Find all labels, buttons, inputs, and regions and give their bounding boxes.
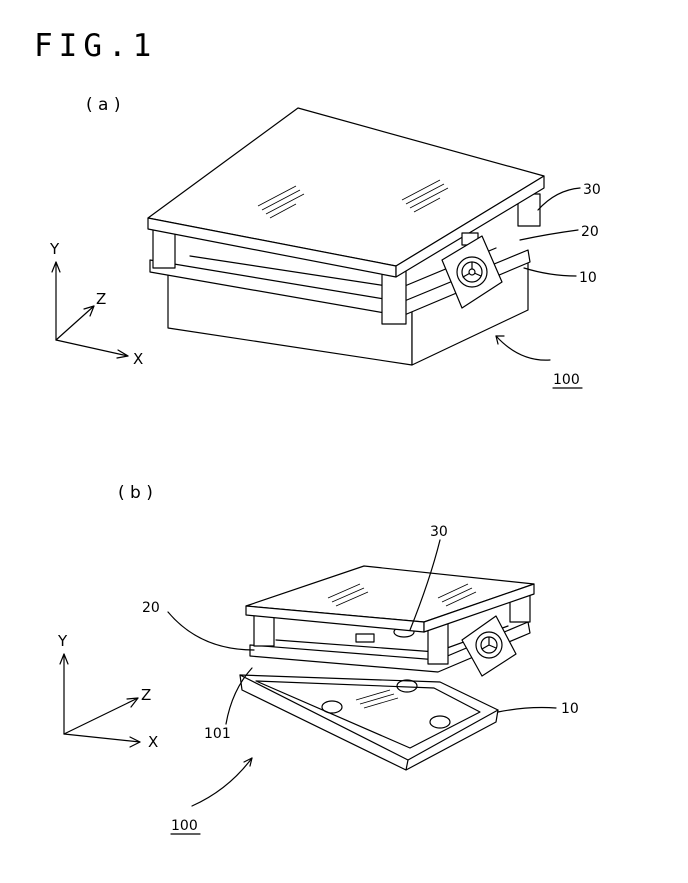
axis-a-y-arrowhead: [51, 261, 61, 273]
ref-b-10: 10: [561, 701, 579, 717]
ref-b-20: 20: [142, 600, 160, 616]
axis-b-z: [63, 697, 139, 735]
fan-b-blades-icon: [481, 636, 497, 650]
top-plate-edge-side: [395, 175, 545, 278]
axis-b-x-label: X: [148, 733, 158, 751]
axis-a-y-label: Y: [49, 240, 60, 258]
panel-b-label: ( b ): [118, 483, 153, 503]
reflection-b-marks-1: [327, 583, 369, 607]
axis-a-x-arrowhead: [116, 349, 129, 359]
leader-b-100: [191, 757, 253, 807]
leader-a-30: [537, 187, 581, 211]
board-chip: [355, 633, 375, 643]
figure-title: FIG.1: [34, 28, 157, 64]
leader-b-101: [225, 667, 253, 725]
axis-a-x-label: X: [133, 350, 143, 368]
panel-a-device: [147, 107, 545, 366]
leader-a-20: [519, 229, 579, 241]
leader-a-100: [495, 335, 551, 361]
ref-b-100: 100: [171, 818, 198, 834]
leader-b-30: [409, 539, 441, 631]
axis-b-z-label: Z: [141, 686, 151, 704]
axis-a-z: [55, 305, 95, 341]
leader-a-10: [523, 267, 577, 277]
ref-a-30: 30: [583, 182, 601, 198]
ref-a-10: 10: [579, 270, 597, 286]
tray-rim: [239, 674, 499, 761]
tray-reflection-marks: [355, 689, 399, 709]
axis-b-z-arrowhead: [126, 697, 139, 708]
axis-b-x-arrowhead: [129, 736, 141, 748]
ref-b-101: 101: [204, 726, 231, 742]
leader-a-100-arrowhead: [495, 335, 505, 345]
axis-a-x: [55, 339, 129, 357]
axis-b-x: [63, 733, 141, 743]
ref-b-30: 30: [430, 524, 448, 540]
axes-b: Y Z X: [57, 632, 158, 751]
reflection-marks-2: [401, 179, 449, 213]
leader-b-100-arrowhead: [243, 757, 253, 767]
reflection-marks-1: [257, 185, 305, 219]
axis-b-y-label: Y: [57, 632, 68, 650]
fan-hub-icon: [468, 268, 476, 276]
tray-boss-1: [321, 700, 343, 714]
panel-b-device: [239, 565, 535, 771]
axes-a: Y Z X: [49, 240, 143, 368]
top-plate-b-edge-side: [423, 583, 535, 633]
panel-a-label: ( a ): [86, 95, 121, 115]
ref-a-20: 20: [581, 224, 599, 240]
axis-b-y-arrowhead: [59, 653, 69, 665]
reflection-b-marks-2: [437, 583, 477, 607]
axis-a-z-label: Z: [96, 290, 106, 308]
tray-boss-3: [396, 679, 418, 693]
tray-boss-2: [429, 715, 451, 729]
leader-b-10: [497, 706, 557, 713]
leader-b-20: [167, 611, 255, 651]
ref-a-100: 100: [553, 372, 580, 388]
axis-a-z-arrowhead: [83, 305, 95, 317]
tray-inner: [255, 680, 481, 749]
